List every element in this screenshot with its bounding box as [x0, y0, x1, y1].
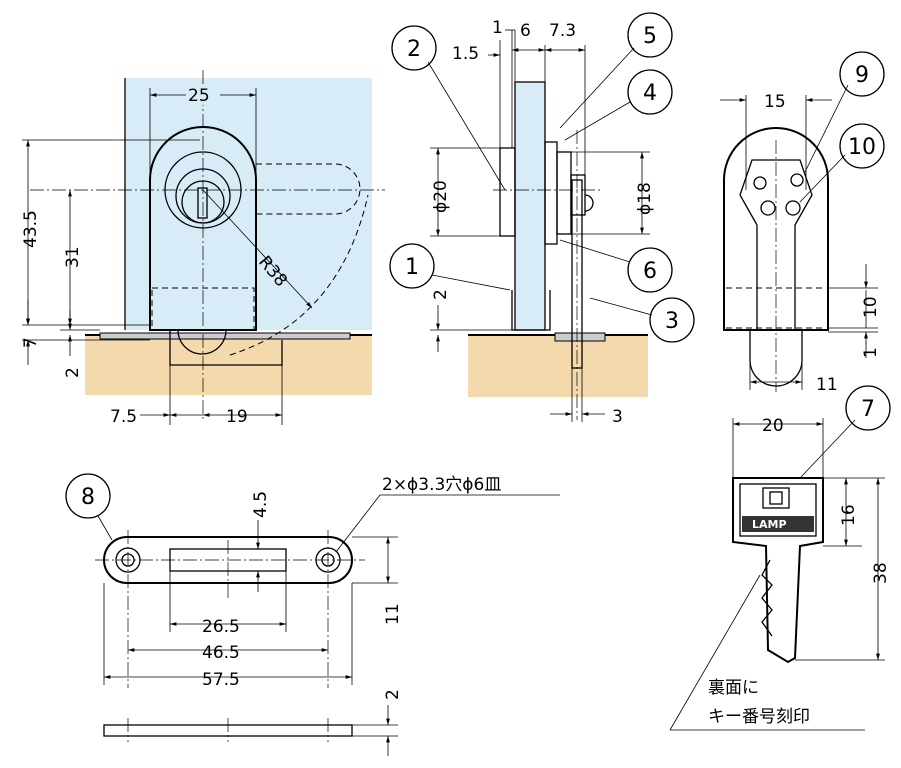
- key: LAMP 20 16 38 7 裏面に キー番号刻印: [669, 385, 891, 731]
- balloon-1: [389, 243, 435, 289]
- dim-dia18: ϕ18: [635, 182, 655, 215]
- balloon-2: [391, 25, 437, 71]
- balloon-10: [839, 123, 885, 169]
- key-note-line1: 裏面に: [708, 677, 759, 698]
- svg-text:10: 10: [848, 135, 876, 160]
- svg-text:1: 1: [405, 255, 419, 280]
- svg-text:9: 9: [855, 63, 869, 88]
- side-floor: [468, 335, 648, 397]
- key-outline: [732, 477, 824, 664]
- strike-plate: 4.5 26.5 46.5 57.5 11 2 2×ϕ3.3穴ϕ6皿 8: [65, 473, 560, 756]
- svg-text:7: 7: [861, 397, 875, 422]
- dim-height-7: 7: [21, 337, 41, 348]
- dim-back-w15: 15: [764, 92, 786, 112]
- dim-back-h1: 1: [861, 347, 881, 358]
- dim-width-25: 25: [188, 86, 210, 106]
- key-note-line2: キー番号刻印: [708, 707, 810, 727]
- dim-key-w20: 20: [762, 416, 784, 436]
- dim-key-h16: 16: [839, 504, 859, 526]
- dim-height-31: 31: [63, 246, 83, 268]
- dim-back-h10: 10: [861, 296, 881, 318]
- dim-side-w3: 3: [612, 407, 623, 427]
- back-view: 15 10 1 11 9 10: [720, 51, 885, 395]
- balloon-8: [65, 473, 111, 519]
- balloon-4: [627, 69, 673, 115]
- dim-plate-w46-5: 46.5: [202, 643, 240, 663]
- dim-offset-19: 19: [226, 407, 248, 427]
- dim-height-2: 2: [63, 367, 83, 378]
- svg-text:8: 8: [81, 485, 95, 510]
- dim-plate-h11: 11: [383, 603, 403, 625]
- dim-plate-h4-5: 4.5: [251, 491, 271, 518]
- balloon-5: [627, 12, 673, 58]
- lamp-logo: [742, 516, 814, 532]
- side-glass: [514, 81, 546, 331]
- svg-text:6: 6: [643, 259, 657, 284]
- balloon-9: [839, 51, 885, 97]
- glass-panel: [125, 78, 372, 330]
- balloon-6: [627, 247, 673, 293]
- dim-plate-w26-5: 26.5: [202, 617, 240, 637]
- svg-text:3: 3: [665, 309, 679, 334]
- dim-dia20: ϕ20: [431, 180, 451, 213]
- dim-t7-3: 7.3: [549, 21, 576, 41]
- svg-text:5: 5: [643, 24, 657, 49]
- side-view: 1 6 7.3 1.5 ϕ20 ϕ18 2 3 2 5 4: [389, 12, 695, 427]
- dim-side-h2: 2: [431, 289, 451, 300]
- balloon-7: [845, 385, 891, 431]
- dim-key-h38: 38: [871, 562, 891, 584]
- dim-back-w11: 11: [816, 375, 838, 395]
- svg-text:LAMP: LAMP: [752, 518, 787, 531]
- lock-body: [149, 126, 257, 331]
- balloon-3: [649, 297, 695, 343]
- dim-t6: 6: [520, 21, 531, 41]
- svg-text:2: 2: [407, 37, 421, 62]
- dim-t1: 1: [492, 18, 503, 38]
- dim-plate-w57-5: 57.5: [202, 670, 240, 690]
- dim-height-43-5: 43.5: [21, 210, 41, 248]
- dim-offset-7-5: 7.5: [110, 407, 137, 427]
- hole-note: 2×ϕ3.3穴ϕ6皿: [382, 475, 501, 495]
- svg-text:4: 4: [643, 81, 657, 106]
- dim-t1-5: 1.5: [452, 44, 479, 64]
- front-view: R38 25 43.5 31 7 2 7.5 19: [21, 70, 385, 427]
- dim-plate-t2: 2: [383, 689, 403, 700]
